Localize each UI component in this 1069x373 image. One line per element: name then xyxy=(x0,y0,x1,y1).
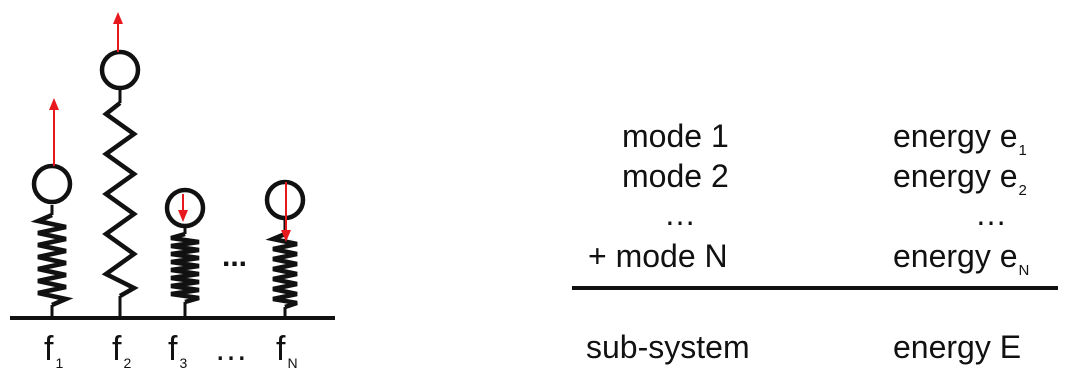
energy-2-label: energy e2 xyxy=(893,158,1027,199)
mass-3 xyxy=(164,187,206,229)
spring-2 xyxy=(99,12,141,318)
mode-n-label: + mode N xyxy=(588,238,728,274)
spring-n xyxy=(264,179,306,318)
subsystem-energy-label: energy E xyxy=(893,329,1022,365)
spring-3 xyxy=(164,187,206,318)
mode-1-label: mode 1 xyxy=(622,118,729,154)
energy-n-label: energy eN xyxy=(893,238,1030,279)
subsystem-label: sub-system xyxy=(586,329,750,365)
mass-1 xyxy=(31,163,73,205)
mode-2-label: mode 2 xyxy=(622,158,729,194)
mode-ellipsis: … xyxy=(664,196,696,232)
sum-rule xyxy=(572,286,1058,290)
energy-ellipsis: … xyxy=(975,196,1007,232)
spring-diagram: ... xyxy=(10,12,335,320)
mass-2 xyxy=(99,49,141,91)
spring-ellipsis: ... xyxy=(222,240,247,273)
freq-label-ellipsis: … xyxy=(214,330,248,368)
energy-1-label: energy e1 xyxy=(893,118,1027,159)
spring-1 xyxy=(30,98,74,318)
